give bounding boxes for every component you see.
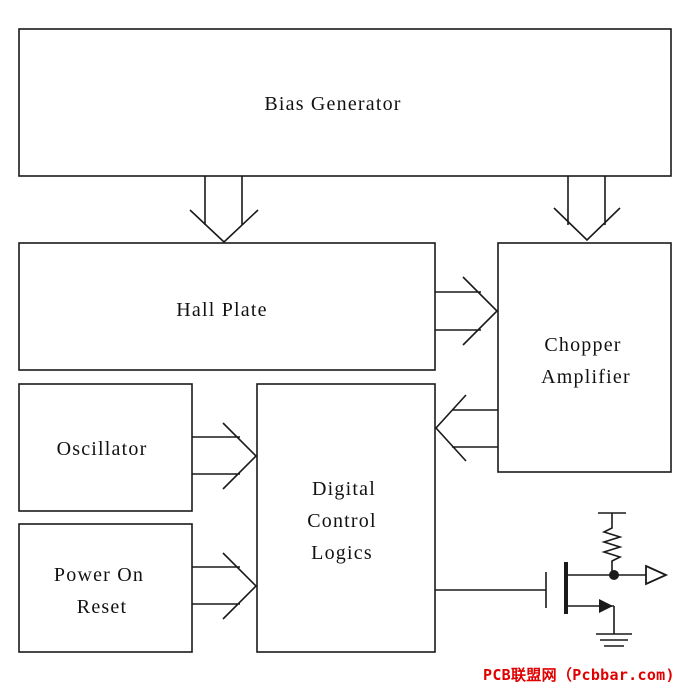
ground-icon	[596, 606, 632, 647]
oscillator-block: Oscillator	[18, 383, 193, 512]
power-on-reset-block: Power On Reset	[18, 523, 193, 653]
output-buffer-icon	[609, 564, 669, 586]
double-arrow-icon	[435, 276, 499, 346]
bias-generator-block: Bias Generator	[18, 28, 672, 177]
mosfet-icon	[545, 562, 614, 614]
double-arrow-icon	[434, 394, 498, 462]
double-arrow-icon	[189, 176, 259, 244]
chopper-amplifier-block: Chopper Amplifier	[497, 242, 672, 473]
chopper-amplifier-label-line2: Amplifier	[541, 366, 631, 388]
bias-generator-label: Bias Generator	[264, 93, 401, 115]
hall-plate-block: Hall Plate	[18, 242, 436, 371]
hall-plate-label: Hall Plate	[176, 299, 267, 321]
chopper-amplifier-label-line1: Chopper	[544, 334, 621, 356]
digital-control-block: Digital Control Logics	[256, 383, 436, 653]
watermark-text: PCB联盟网（Pcbbar.com)	[483, 666, 675, 684]
double-arrow-icon	[192, 422, 258, 490]
digital-control-label-line3: Logics	[311, 542, 373, 564]
double-arrow-icon	[192, 552, 258, 620]
oscillator-label: Oscillator	[57, 438, 148, 460]
resistor-icon	[598, 512, 626, 575]
double-arrow-icon	[553, 176, 621, 242]
power-on-reset-label-line2: Reset	[77, 596, 127, 618]
digital-control-label-line1: Digital	[312, 478, 376, 500]
power-on-reset-label-line1: Power On	[54, 564, 144, 586]
digital-control-label-line2: Control	[307, 510, 377, 532]
